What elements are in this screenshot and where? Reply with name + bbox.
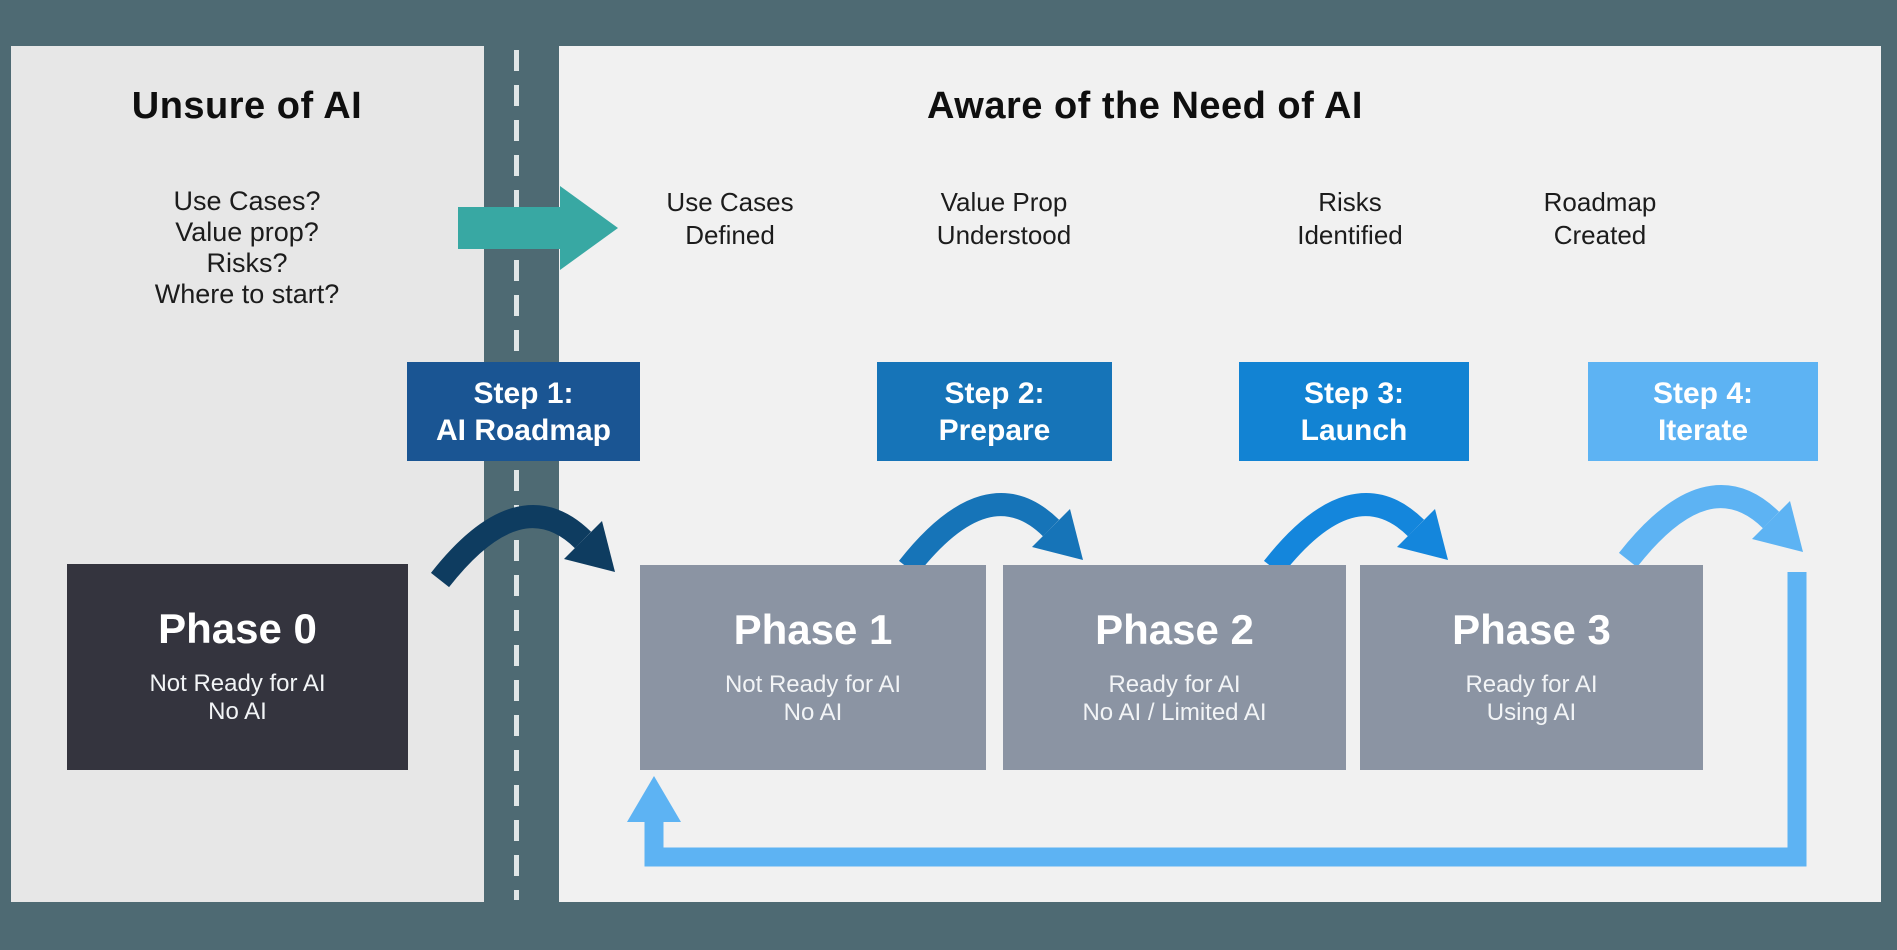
- phase-subtitle-line: Not Ready for AI: [724, 671, 902, 698]
- step-label: Step 4:: [1652, 376, 1754, 410]
- step-label: Launch: [1300, 413, 1408, 447]
- phase-subtitle-line: Ready for AI: [1465, 671, 1598, 698]
- phase-subtitle: Not Ready for AI No AI: [149, 670, 325, 726]
- divider-dashed-line: [514, 50, 519, 900]
- phase-title: Phase 2: [1095, 606, 1254, 653]
- milestone-line: Risks: [1318, 187, 1382, 217]
- milestone-line: Defined: [685, 220, 775, 250]
- feedback-loop-arrow: [627, 572, 1807, 867]
- question-line: Use Cases?: [173, 186, 321, 216]
- milestone-value-prop: Value Prop Understood: [937, 186, 1071, 252]
- phase-subtitle: Ready for AI No AI / Limited AI: [1082, 671, 1266, 727]
- question-line: Risks?: [206, 248, 288, 278]
- phase-subtitle-line: Using AI: [1486, 699, 1577, 726]
- curved-arrow-phase1-to-phase2: [898, 493, 1083, 576]
- milestone-line: Roadmap: [1543, 187, 1657, 217]
- milestone-line: Created: [1553, 220, 1647, 250]
- milestone-line: Use Cases: [666, 187, 794, 217]
- step-label: Step 3:: [1303, 376, 1405, 410]
- phase-3-box: Phase 3 Ready for AI Using AI: [1360, 565, 1703, 770]
- step-1-ai-roadmap-box: Step 1: AI Roadmap: [407, 362, 640, 461]
- step-label: Step 1:: [473, 376, 574, 410]
- milestone-risks: Risks Identified: [1297, 186, 1403, 252]
- phase-subtitle-line: No AI: [208, 698, 267, 725]
- phase-subtitle: Ready for AI Using AI: [1465, 671, 1597, 727]
- milestone-use-cases: Use Cases Defined: [666, 186, 793, 252]
- unsure-questions: Use Cases? Value prop? Risks? Where to s…: [155, 186, 340, 310]
- right-arrow-icon: [458, 186, 618, 270]
- right-panel-title: Aware of the Need of AI: [927, 85, 1363, 127]
- step-label: Iterate: [1657, 413, 1749, 447]
- phase-subtitle-line: No AI / Limited AI: [1082, 699, 1267, 726]
- curved-arrow-iterate: [1618, 485, 1803, 568]
- milestone-line: Identified: [1297, 220, 1403, 250]
- phase-subtitle: Not Ready for AI No AI: [725, 671, 901, 727]
- phase-0-box: Phase 0 Not Ready for AI No AI: [67, 564, 408, 770]
- phase-subtitle-line: No AI: [783, 699, 843, 726]
- step-label: Prepare: [938, 413, 1051, 447]
- curved-arrow-phase0-to-phase1: [430, 505, 615, 588]
- phase-1-box: Phase 1 Not Ready for AI No AI: [640, 565, 986, 770]
- curved-arrow-phase2-to-phase3: [1263, 493, 1448, 576]
- step-4-iterate-box: Step 4: Iterate: [1588, 362, 1818, 461]
- question-line: Where to start?: [154, 279, 340, 309]
- phase-title: Phase 0: [158, 605, 317, 652]
- phase-subtitle-line: Ready for AI: [1108, 671, 1241, 698]
- step-3-launch-box: Step 3: Launch: [1239, 362, 1469, 461]
- phase-2-box: Phase 2 Ready for AI No AI / Limited AI: [1003, 565, 1346, 770]
- milestone-line: Understood: [936, 220, 1072, 250]
- question-line: Value prop?: [175, 217, 319, 247]
- step-label: AI Roadmap: [435, 413, 612, 447]
- milestone-line: Value Prop: [940, 187, 1068, 217]
- unsure-panel: [11, 46, 484, 902]
- step-2-prepare-box: Step 2: Prepare: [877, 362, 1112, 461]
- left-panel-title: Unsure of AI: [131, 85, 363, 127]
- milestone-roadmap: Roadmap Created: [1544, 186, 1657, 252]
- phase-title: Phase 1: [733, 606, 893, 653]
- phase-subtitle-line: Not Ready for AI: [149, 670, 326, 697]
- step-label: Step 2:: [944, 376, 1045, 410]
- phase-title: Phase 3: [1452, 606, 1611, 653]
